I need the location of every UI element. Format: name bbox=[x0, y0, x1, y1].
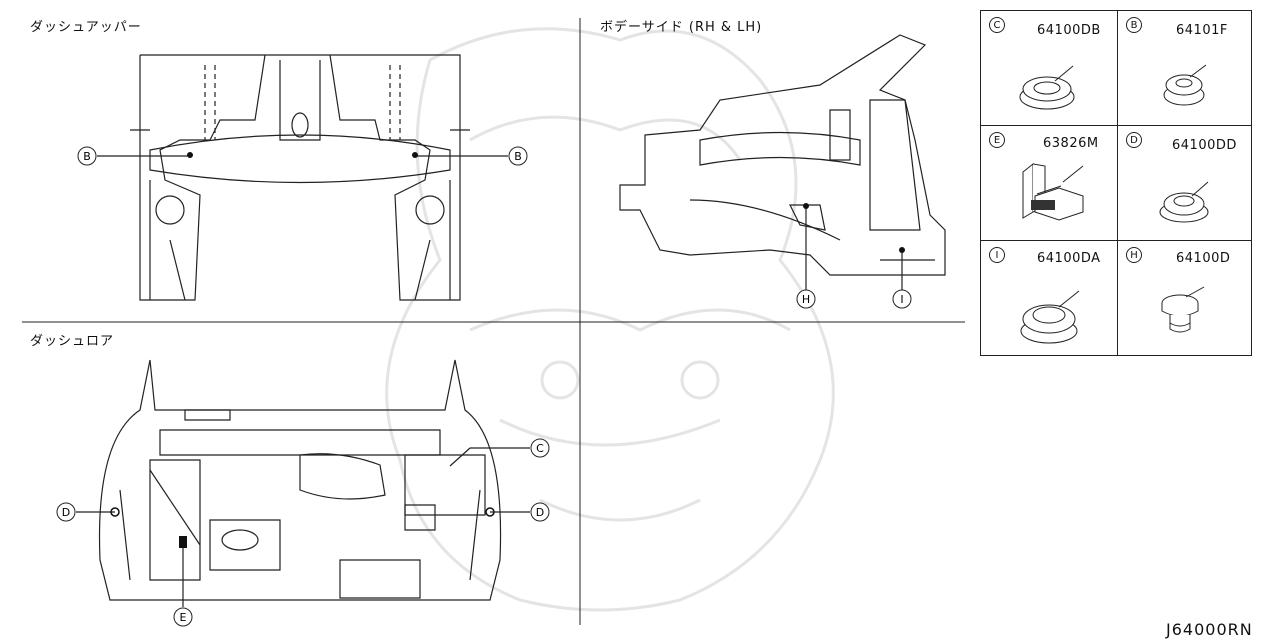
diagram-reference-code: J64000RN bbox=[1166, 620, 1253, 639]
svg-text:D: D bbox=[62, 506, 70, 519]
clip-63826m-icon bbox=[1022, 162, 1084, 221]
section-title-body-side: ボデーサイド (RH & LH) bbox=[600, 20, 763, 35]
svg-text:E: E bbox=[180, 611, 187, 624]
svg-text:B: B bbox=[83, 150, 91, 163]
part-number: 64101F bbox=[1176, 23, 1228, 38]
svg-text:D: D bbox=[536, 506, 544, 519]
dash-lower-drawing bbox=[76, 359, 530, 607]
svg-text:H: H bbox=[802, 293, 810, 306]
grommet-marker bbox=[179, 536, 187, 548]
watermark-emblem bbox=[385, 27, 835, 612]
part-cell-e[interactable]: E 63826M bbox=[980, 125, 1118, 241]
grommet-marker bbox=[899, 247, 905, 253]
part-number: 64100DA bbox=[1037, 251, 1101, 266]
callout-h: H bbox=[796, 289, 816, 309]
callout-i: I bbox=[892, 289, 912, 309]
section-title-dash-lower: ダッシュロア bbox=[30, 334, 115, 349]
dash-upper-drawing bbox=[97, 54, 508, 301]
callout-d-left: D bbox=[56, 502, 76, 522]
part-cell-d[interactable]: D 64100DD bbox=[1117, 125, 1252, 241]
callout-b-left: B bbox=[77, 146, 97, 166]
part-number: 64100DB bbox=[1037, 23, 1101, 38]
grommet-marker bbox=[412, 152, 418, 158]
grommet-64100db-icon bbox=[1019, 65, 1075, 110]
part-letter: C bbox=[989, 17, 1005, 33]
grommet-64100dd-icon bbox=[1159, 181, 1209, 223]
plug-64100d-icon bbox=[1161, 286, 1205, 333]
part-cell-h[interactable]: H 64100D bbox=[1117, 240, 1252, 356]
part-cell-c[interactable]: C 64100DB bbox=[980, 10, 1118, 126]
body-side-drawing bbox=[619, 34, 946, 290]
part-letter: E bbox=[989, 132, 1005, 148]
grommet-marker bbox=[187, 152, 193, 158]
grommet-64100da-icon bbox=[1020, 290, 1080, 344]
svg-text:B: B bbox=[514, 150, 522, 163]
part-number: 64100DD bbox=[1172, 138, 1237, 153]
part-letter: I bbox=[989, 247, 1005, 263]
grommet-marker bbox=[110, 507, 120, 517]
section-title-dash-upper: ダッシュアッパー bbox=[30, 20, 142, 35]
part-number: 63826M bbox=[1043, 136, 1099, 151]
callout-d-right: D bbox=[530, 502, 550, 522]
grommet-64101f-icon bbox=[1163, 64, 1207, 106]
svg-text:C: C bbox=[536, 442, 544, 455]
part-letter: D bbox=[1126, 132, 1142, 148]
part-cell-b[interactable]: B 64101F bbox=[1117, 10, 1252, 126]
part-letter: B bbox=[1126, 17, 1142, 33]
callout-c: C bbox=[530, 438, 550, 458]
part-letter: H bbox=[1126, 247, 1142, 263]
part-number: 64100D bbox=[1176, 251, 1231, 266]
part-cell-i[interactable]: I 64100DA bbox=[980, 240, 1118, 356]
callout-b-right: B bbox=[508, 146, 528, 166]
svg-text:I: I bbox=[900, 293, 903, 306]
callout-e: E bbox=[173, 607, 193, 627]
grommet-marker bbox=[803, 203, 809, 209]
grommet-marker bbox=[485, 507, 495, 517]
